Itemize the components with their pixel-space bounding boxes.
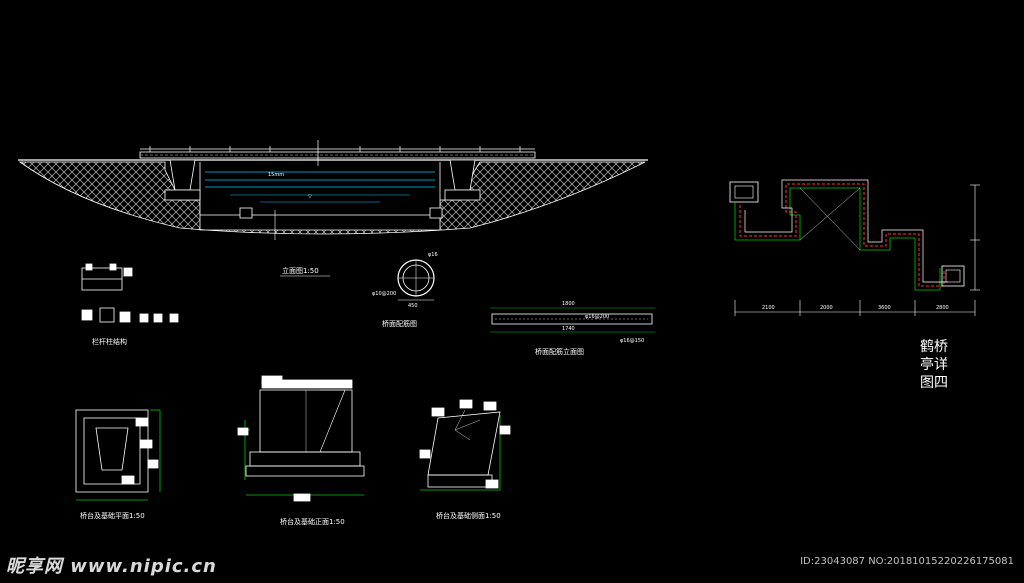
plan-dim-2: 2000 (820, 305, 833, 311)
abutment-front (237, 375, 365, 502)
pipe-section-detail: φ16 φ10@200 450 (372, 252, 438, 309)
abutment-front-title: 桥台及基础正面1:50 (280, 517, 345, 526)
slab-rebar-c: φ16@150 (620, 338, 644, 344)
railing-title: 栏杆柱结构 (92, 337, 127, 346)
detail-title: 鹤桥 亭详 图四 (914, 338, 954, 392)
abutment-side-title: 桥台及基础侧面1:50 (436, 511, 501, 520)
bridge-elevation: 15mm ▽ (18, 140, 648, 240)
watermark-id: ID:23043087 NO:20181015220226175081 (800, 556, 1014, 567)
slab-rebar-title: 桥面配筋立面图 (535, 347, 584, 356)
slab-length: 1800 (562, 301, 575, 307)
watermark-site: 昵享网 www.nipic.cn (6, 556, 217, 577)
zigzag-bridge-plan (729, 179, 980, 316)
plan-dim-1: 2100 (762, 305, 775, 311)
pipe-dim-c: 450 (408, 303, 418, 309)
detail-title-line3: 图四 (920, 375, 948, 391)
svg-text:▽: ▽ (308, 194, 312, 200)
abutment-side (419, 399, 511, 491)
elevation-title: 立面图1:50 (282, 266, 319, 275)
pipe-dim-a: φ16 (428, 252, 438, 258)
svg-text:15mm: 15mm (268, 172, 284, 178)
slab-rebar-detail: 1800 φ16@200 1740 φ16@150 (490, 301, 655, 344)
pipe-section-title: 桥面配筋图 (382, 319, 417, 328)
abutment-plan (75, 409, 161, 501)
plan-dim-3: 3600 (878, 305, 891, 311)
abutment-plan-title: 桥台及基础平面1:50 (80, 511, 145, 520)
detail-title-line1: 鹤桥 (920, 339, 948, 355)
plan-dim-4: 2800 (936, 305, 949, 311)
pipe-dim-b: φ10@200 (372, 291, 396, 297)
slab-rebar-a: φ16@200 (585, 314, 609, 320)
slab-rebar-b: 1740 (562, 326, 575, 332)
detail-title-line2: 亭详 (920, 357, 948, 373)
railing-post-detail (81, 263, 179, 323)
